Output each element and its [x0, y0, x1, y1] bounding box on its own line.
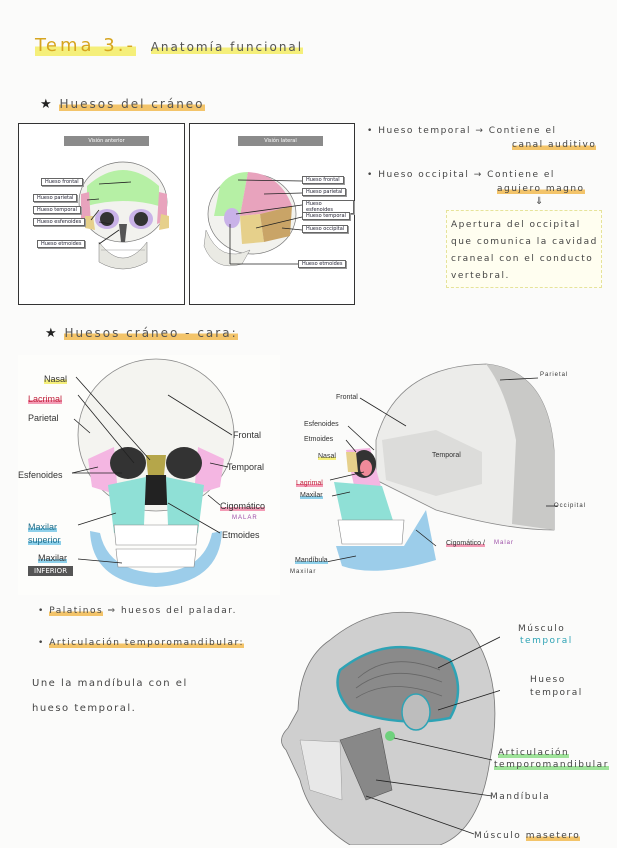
bullet-icon: • [367, 126, 374, 136]
anterior-skull-illustration [78, 161, 169, 270]
note-articulacion-label: Articulación temporomandibular: [49, 638, 245, 648]
label-etmoides-front: Etmoides [222, 530, 260, 540]
label-occipital-side: Occipital [554, 503, 587, 509]
label-mandibula-side: Mandíbula [295, 557, 328, 564]
note-occipital-text: Hueso occipital → Contiene el [378, 170, 555, 180]
label-maxilar-side: Maxilar [300, 492, 323, 499]
star-icon: ★ [45, 326, 59, 341]
label-temporal-side: Temporal [432, 452, 461, 459]
label-parietal-side: Parietal [540, 372, 569, 378]
label-hueso-esfenoides: Hueso esfenoides [33, 218, 86, 226]
label-lat-temporal: Hueso temporal [302, 212, 350, 220]
note-temporal: • Hueso temporal → Contiene el [367, 126, 607, 136]
label-nasal: Nasal [44, 374, 68, 384]
label-hueso-temporal: Hueso temporal [33, 206, 81, 214]
label-lat-parietal: Hueso parietal [302, 188, 347, 196]
panel-lateral-tag: Visión lateral [238, 136, 323, 146]
note-palatinos-text: ⇒ huesos del paladar. [107, 606, 237, 616]
box-line-2: que comunica la cavidad [451, 237, 598, 247]
label-musculo: Músculo [518, 624, 566, 634]
note-temporal-highlight: canal auditivo [512, 140, 597, 150]
label-hueso-temporal-head: temporal [530, 688, 583, 698]
label-masetero-a: Músculo [474, 831, 522, 841]
bullet-icon: • [38, 606, 45, 616]
label-cigomatico-side: Cigomático / [446, 540, 485, 547]
label-hueso-parietal: Hueso parietal [33, 194, 78, 202]
note-occipital-hl-text: agujero magno [497, 184, 585, 194]
label-inferior: INFERIOR [28, 566, 74, 576]
label-malar-side: Malar [494, 540, 515, 546]
panel-lateral: Visión lateral Hueso frontal Hueso parie… [189, 123, 355, 305]
side-skull-illustration [325, 363, 558, 571]
label-lat-etmoides: Hueso etmoides [298, 260, 347, 268]
label-esfenoides-front: Esfenoides [18, 470, 63, 480]
label-art-1: Articulación [498, 748, 570, 758]
page-title: Tema 3.- Anatomía funcional [35, 35, 304, 56]
label-articulacion: Articulación [498, 748, 570, 758]
label-maxilar-front: Maxilar [38, 553, 68, 563]
title-main: Anatomía funcional [150, 40, 304, 54]
section-huesos-craneo: ★ Huesos del cráneo [40, 97, 205, 112]
label-maxilar-inf-side: Maxilar [290, 569, 317, 575]
label-temporal-front: Temporal [227, 462, 265, 472]
label-cigomatico-front: Cigomático [220, 501, 266, 511]
note-occipital-highlight: agujero magno [497, 184, 585, 194]
label-temporomandibular: temporomandibular [494, 760, 609, 770]
label-hueso-etmoides: Hueso etmoides [37, 240, 86, 248]
label-maxilar-superior-1: Maxilar [28, 522, 58, 532]
note-temporal-text: Hueso temporal → Contiene el [378, 126, 557, 136]
box-line-4: vertebral. [451, 271, 510, 281]
label-lagrimal-side: Lagrimal [296, 480, 323, 487]
label-frontal-side: Frontal [336, 394, 358, 401]
label-hueso-frontal: Hueso frontal [41, 178, 83, 186]
panel-anterior-tag: Visión anterior [64, 136, 149, 146]
star-icon: ★ [40, 97, 54, 112]
label-malar-front: MALAR [232, 515, 258, 521]
section-title-2: Huesos cráneo - cara: [64, 326, 238, 340]
note-une-1: Une la mandíbula con el [32, 678, 188, 689]
label-art-2: temporomandibular [494, 760, 609, 770]
label-musculo-temporal: temporal [520, 636, 573, 646]
panel-anterior: Visión anterior Hueso frontal Hueso pari… [18, 123, 185, 305]
note-temporal-hl-text: canal auditivo [512, 140, 597, 150]
label-maxilar-superior-2: superior [28, 535, 61, 545]
arrow-down-icon: ⇓ [535, 196, 544, 207]
label-hueso: Hueso [530, 675, 566, 685]
lateral-skull-illustration [203, 172, 303, 267]
label-lacrimal: Lacrimal [28, 394, 63, 404]
note-palatinos: • Palatinos ⇒ huesos del paladar. [38, 606, 237, 616]
label-frontal-front: Frontal [233, 430, 262, 440]
note-articulacion: • Articulación temporomandibular: [38, 638, 245, 648]
section-huesos-craneo-cara: ★ Huesos cráneo - cara: [45, 326, 238, 341]
label-etmoides-side: Etmoides [304, 436, 334, 443]
label-masetero: Músculo masetero [474, 831, 581, 841]
note-occipital: • Hueso occipital → Contiene el [367, 170, 607, 180]
label-masetero-b: masetero [525, 831, 581, 841]
bullet-icon: • [38, 638, 45, 648]
label-lat-occipital: Hueso occipital [302, 225, 349, 233]
bullet-icon: • [367, 170, 374, 180]
label-lat-frontal: Hueso frontal [302, 176, 344, 184]
note-box-agujero: Apertura del occipital que comunica la c… [446, 210, 602, 288]
section-title-1: Huesos del cráneo [59, 97, 205, 111]
note-palatinos-label: Palatinos [49, 606, 104, 616]
label-esfenoides-side: Esfenoides [304, 421, 339, 428]
head-muscle-illustration [281, 611, 500, 845]
label-parietal-front: Parietal [28, 413, 59, 423]
title-prefix: Tema 3.- [35, 35, 136, 56]
label-nasal-side: Nasal [318, 453, 336, 460]
note-une-2: hueso temporal. [32, 703, 137, 714]
box-line-1: Apertura del occipital [451, 220, 581, 230]
box-line-3: craneal con el conducto [451, 254, 594, 264]
label-mandibula-head: Mandíbula [490, 792, 551, 802]
